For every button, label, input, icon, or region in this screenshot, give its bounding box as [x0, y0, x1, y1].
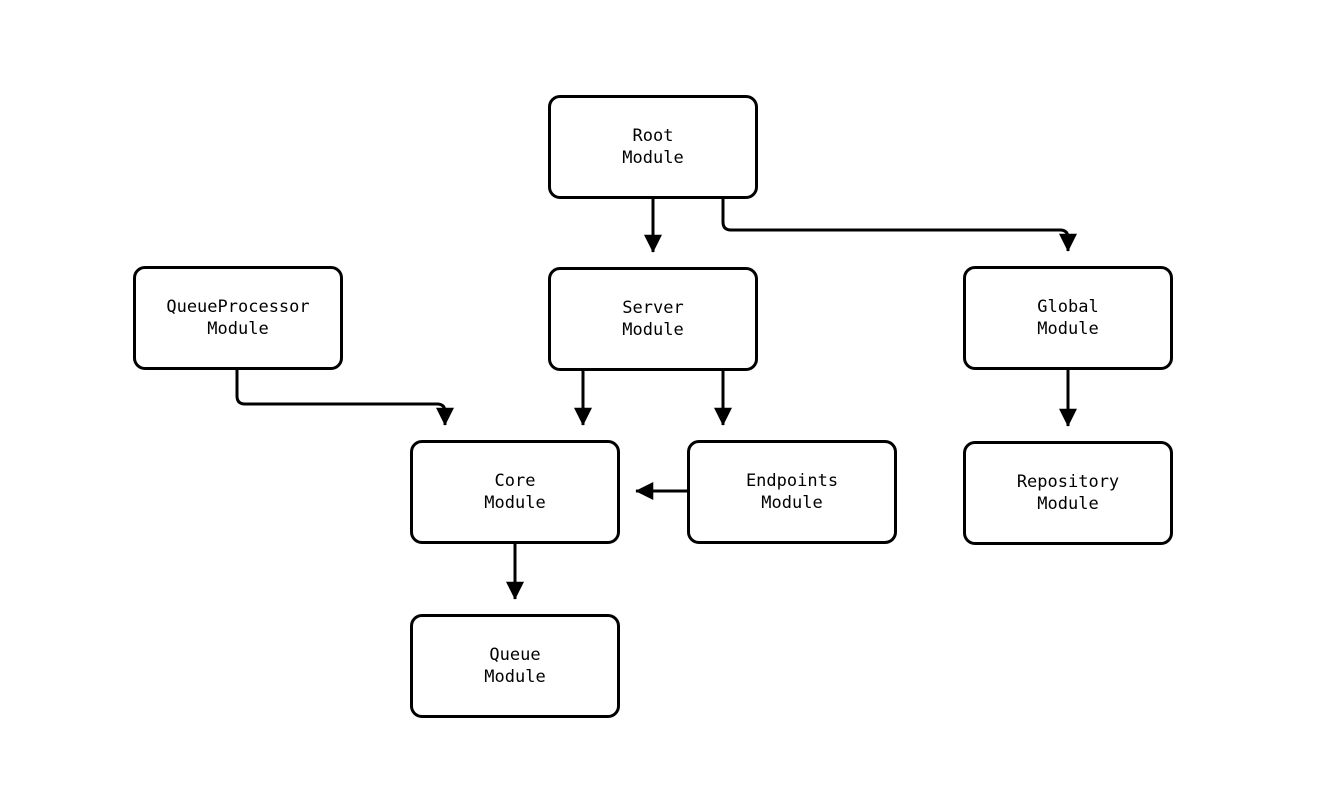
node-repository[interactable]: Repository Module [963, 441, 1173, 545]
node-core-name: Core [494, 471, 536, 491]
node-endpoints[interactable]: Endpoints Module [687, 440, 897, 544]
node-root-suffix: Module [622, 148, 684, 168]
node-queue[interactable]: Queue Module [410, 614, 620, 718]
node-root[interactable]: Root Module [548, 95, 758, 199]
node-server-suffix: Module [622, 320, 684, 340]
node-repository-name: Repository [1016, 472, 1120, 492]
node-endpoints-suffix: Module [761, 493, 823, 513]
node-endpoints-name: Endpoints [745, 471, 839, 491]
node-queueprocessor[interactable]: QueueProcessor Module [133, 266, 343, 370]
node-global-suffix: Module [1037, 319, 1099, 339]
node-core-suffix: Module [484, 493, 546, 513]
node-global[interactable]: Global Module [963, 266, 1173, 370]
node-global-name: Global [1037, 297, 1099, 317]
node-queueprocessor-name: QueueProcessor [166, 297, 310, 317]
node-repository-suffix: Module [1037, 494, 1099, 514]
node-queueprocessor-suffix: Module [207, 319, 269, 339]
node-core[interactable]: Core Module [410, 440, 620, 544]
node-root-name: Root [632, 126, 674, 146]
edge-queueprocessor-to-core [235, 370, 454, 426]
node-server[interactable]: Server Module [548, 267, 758, 371]
node-queue-name: Queue [489, 645, 541, 665]
edge-root-to-global [721, 199, 1077, 252]
node-queue-suffix: Module [484, 667, 546, 687]
node-server-name: Server [622, 298, 684, 318]
